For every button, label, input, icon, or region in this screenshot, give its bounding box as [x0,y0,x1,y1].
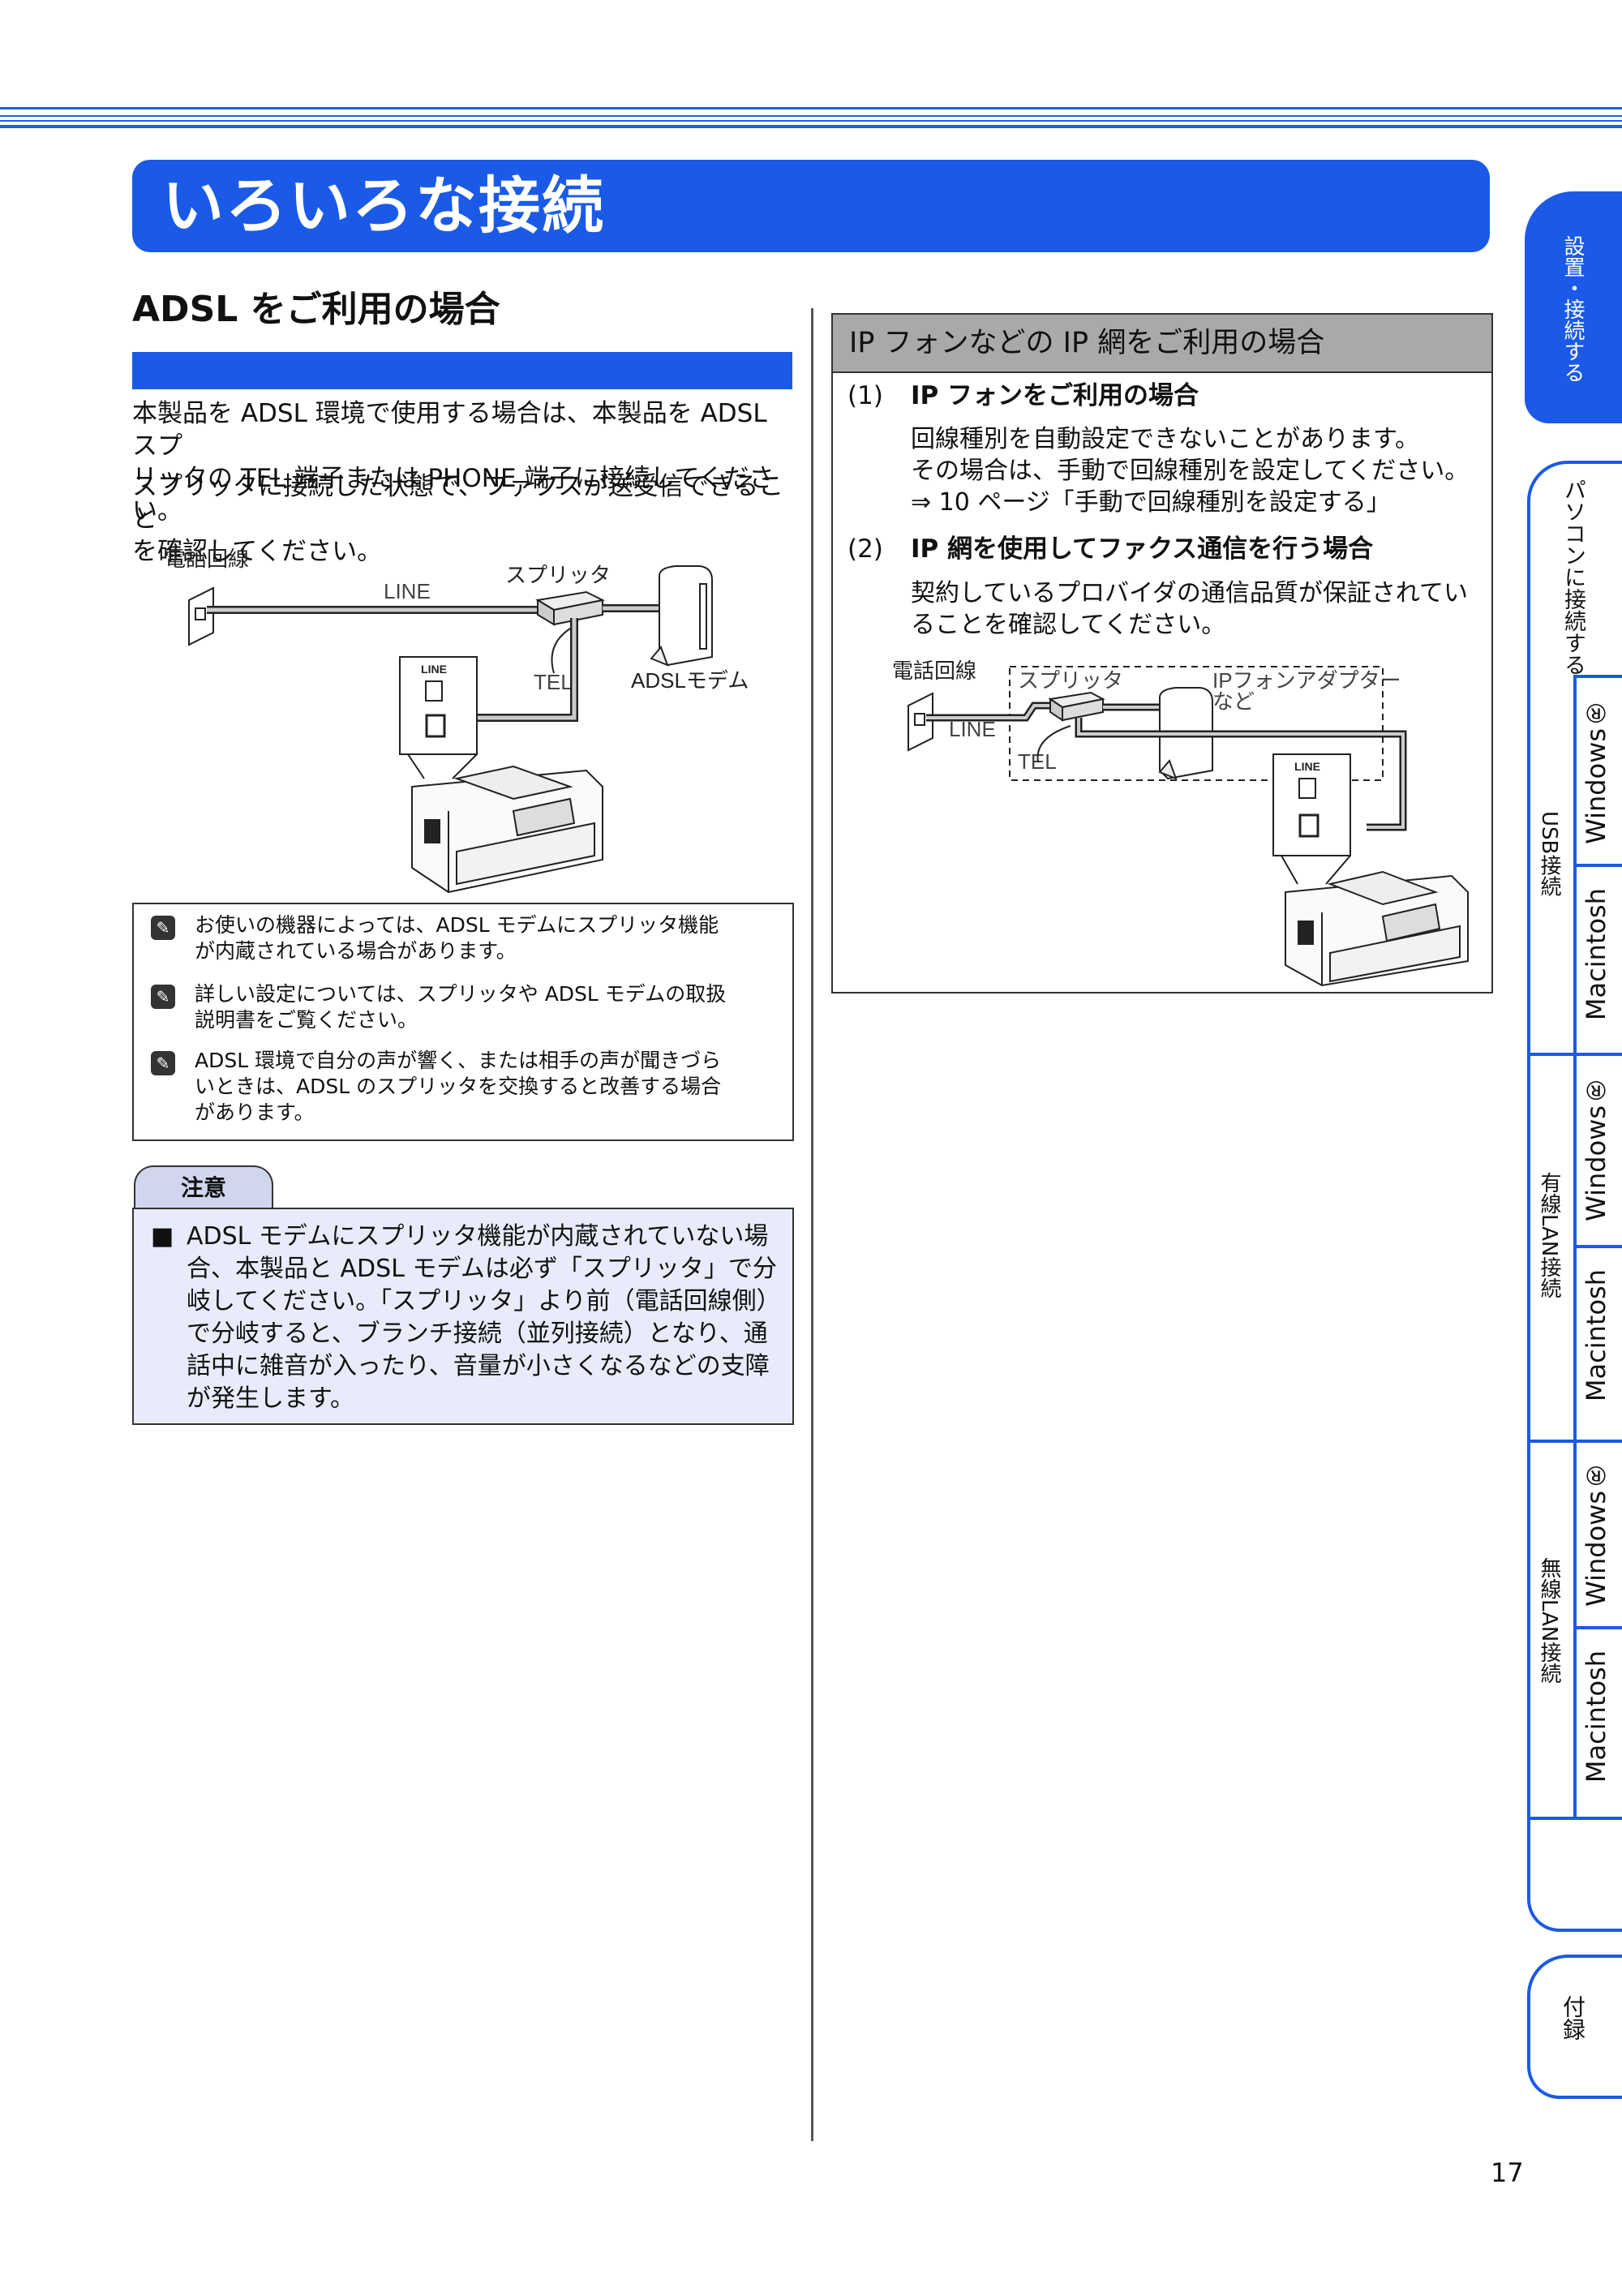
tab-wired-windows[interactable]: Windows® [1581,1075,1611,1221]
label-ip-adapter-etc: など [1212,689,1255,714]
port-inset [1272,753,1351,856]
section-heading-bar [132,352,792,389]
caution-box [132,1208,794,1425]
label-tel: TEL [534,670,573,694]
ip-connection-diagram: 電話回線 スプリッタ IPフォンアダプター など LINE TEL LINE [892,659,1469,987]
caution-tab: 注意 [134,1165,273,1209]
label-line: LINE [384,579,431,603]
tab-pc-connect-label[interactable]: パソコンに接続する [1560,479,1586,676]
tab-setup-label: 設置・接続する [1560,235,1585,383]
memo-icon: ✎ [151,985,175,1009]
wall-jack-icon [908,692,933,752]
printer-icon [1281,855,1469,987]
tab-wireless-label[interactable]: 無線LAN接続 [1537,1557,1561,1684]
adsl-modem-icon [650,565,713,667]
tab-usb-windows[interactable]: Windows® [1581,697,1611,844]
page-title: いろいろな接続 [162,170,605,242]
adsl-paragraph-2: スプリッタに接続した状態で、ファクスが送受信できること を確認してください。 [132,472,784,566]
adsl-paragraph-1: 本製品を ADSL 環境で使用する場合は、本製品を ADSL スプ リッタの T… [132,399,775,526]
notes-box [132,903,794,1141]
tab-wireless-windows[interactable]: Windows® [1581,1460,1611,1607]
label-phone-line: 電話回線 [165,547,249,571]
tab-wired-label[interactable]: 有線LAN接続 [1537,1172,1561,1299]
label-line-port: LINE [421,663,447,676]
tab-pc-connect-frame [1527,461,1622,1932]
page-number: 17 [1491,2157,1524,2188]
label-ip-adapter: IPフォンアダプター [1212,668,1401,693]
title-banner [132,160,1490,252]
note-item: ✎ 詳しい設定については、スプリッタや ADSL モデムの取扱説明書をご覧くださ… [151,981,775,1033]
splitter-icon [1048,691,1105,722]
ip-item-2-text: 契約しているプロバイダの通信品質が保証されてい ることを確認してください。 [911,579,1468,639]
ip-item-1-text: 回線種別を自動設定できないことがあります。 その場合は、手動で回線種別を設定して… [911,425,1470,517]
caution-text: ■ ADSL モデムにスプリッタ機能が内蔵されていない場 合、本製品と ADSL… [151,1222,781,1413]
ip-item-1-title: (1)IP フォンをご利用の場合 [847,381,1199,410]
label-splitter: スプリッタ [505,563,611,587]
tab-setup[interactable] [1525,191,1622,423]
memo-icon: ✎ [151,1051,175,1075]
ip-section-heading: IP フォンなどの IP 網をご利用の場合 [831,313,1493,373]
wall-jack-icon [188,586,214,646]
ip-item-2-title: (2)IP 網を使用してファクス通信を行う場合 [847,534,1374,564]
header-rules [0,97,1622,138]
tab-usb-macintosh[interactable]: Macintosh [1581,888,1611,1021]
port-inset [399,656,478,755]
printer-icon [407,753,603,894]
note-item: ✎ ADSL 環境で自分の声が響く、または相手の声が聞きづらいときは、ADSL … [151,1048,775,1126]
label-splitter: スプリッタ [1018,668,1123,693]
label-line-port: LINE [1294,760,1320,773]
bullet-square-icon: ■ [151,1222,174,1251]
label-adsl-modem: ADSLモデム [631,668,749,693]
tab-appendix-label: 付録 [1560,1995,1586,2041]
column-divider [811,308,813,2141]
memo-icon: ✎ [151,916,175,940]
section-heading-adsl: ADSL をご利用の場合 [132,289,500,330]
label-phone-line: 電話回線 [892,659,976,683]
tab-wireless-macintosh[interactable]: Macintosh [1581,1650,1611,1783]
tab-wired-macintosh[interactable]: Macintosh [1581,1269,1611,1402]
note-item: ✎ お使いの機器によっては、ADSL モデムにスプリッタ機能が内蔵されている場合… [151,912,775,964]
tab-appendix[interactable] [1527,1955,1622,2099]
tab-usb-label[interactable]: USB接続 [1537,811,1561,897]
splitter-icon [535,590,606,626]
adsl-connection-diagram: 電話回線 LINE スプリッタ TEL ADSLモデム LINE [165,547,749,894]
